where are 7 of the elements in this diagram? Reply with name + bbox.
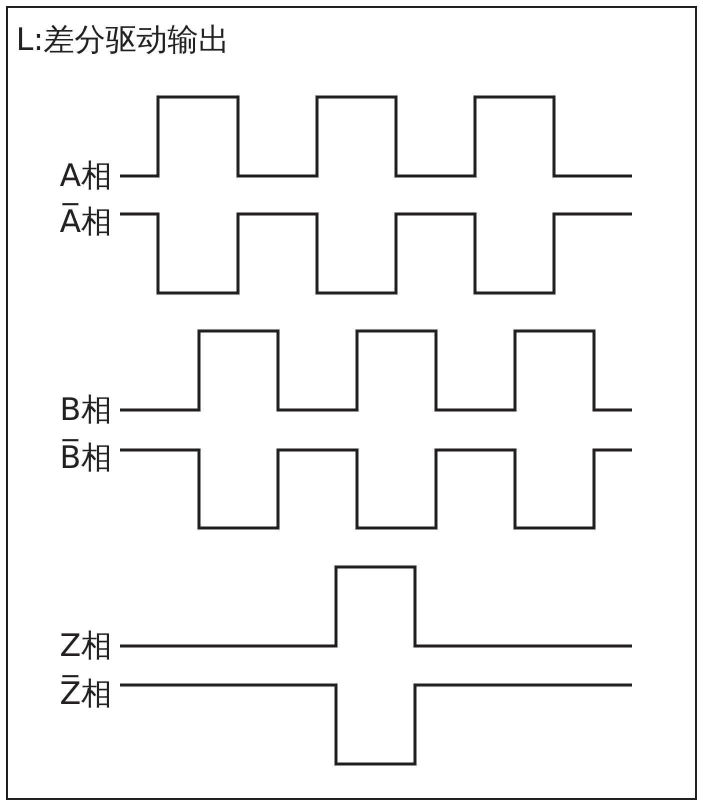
signal-label: A̅相 — [58, 204, 112, 240]
signal-label: B相 — [58, 392, 112, 428]
title: L:差分驱动输出 — [16, 21, 230, 60]
signal-label: Z相 — [58, 628, 112, 664]
signal-label: Z̅相 — [58, 676, 112, 712]
signal-label: A相 — [58, 158, 112, 194]
signal-label: B̅相 — [58, 440, 112, 476]
